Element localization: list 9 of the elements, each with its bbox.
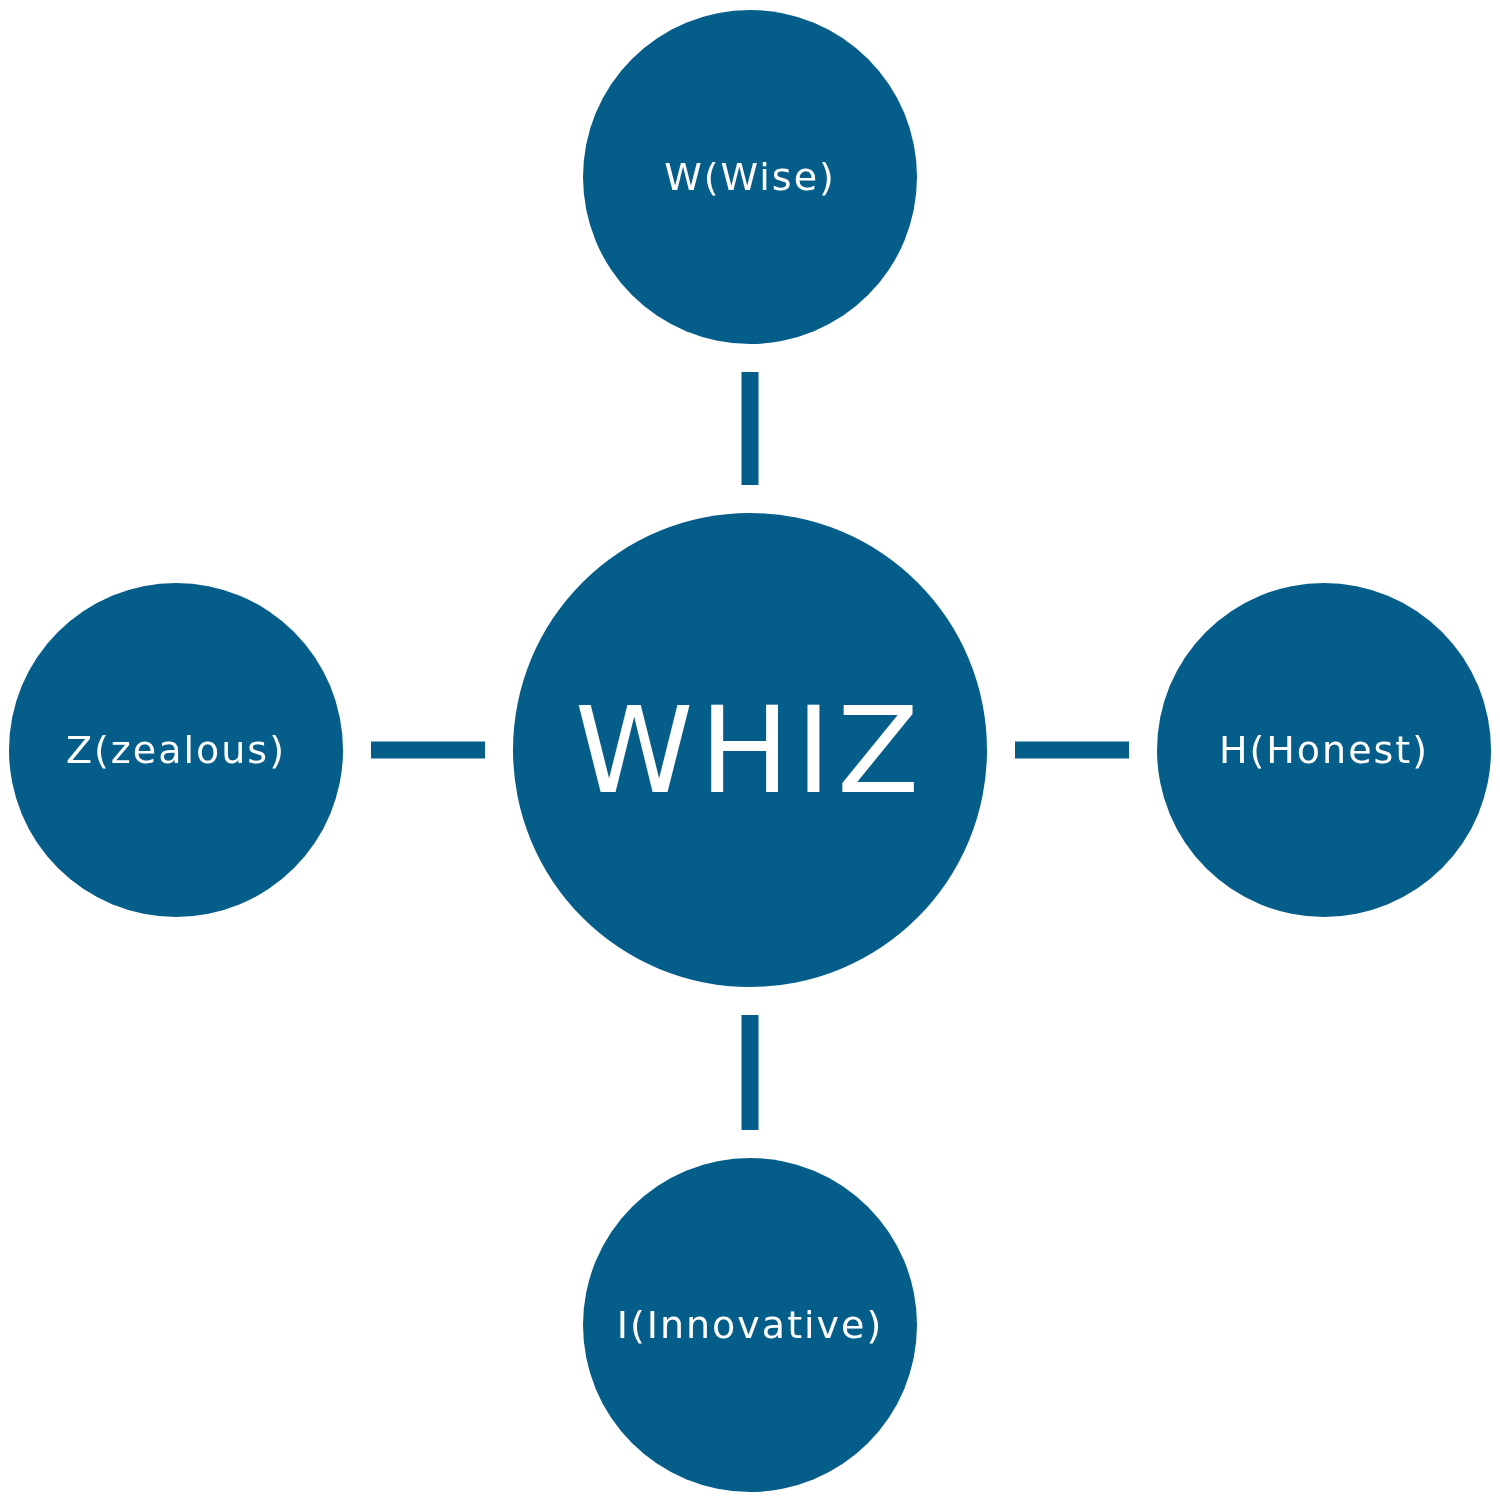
- connector-line: [371, 741, 485, 759]
- node-label: Z(zealous): [66, 728, 286, 772]
- node-label: W(Wise): [664, 155, 836, 199]
- node-label: H(Honest): [1218, 728, 1430, 772]
- connector-line: [1015, 741, 1129, 759]
- node-label: WHIZ: [574, 680, 926, 820]
- connector-line: [741, 1015, 759, 1130]
- connector-line: [741, 372, 759, 485]
- node-label: I(Innovative): [616, 1303, 884, 1347]
